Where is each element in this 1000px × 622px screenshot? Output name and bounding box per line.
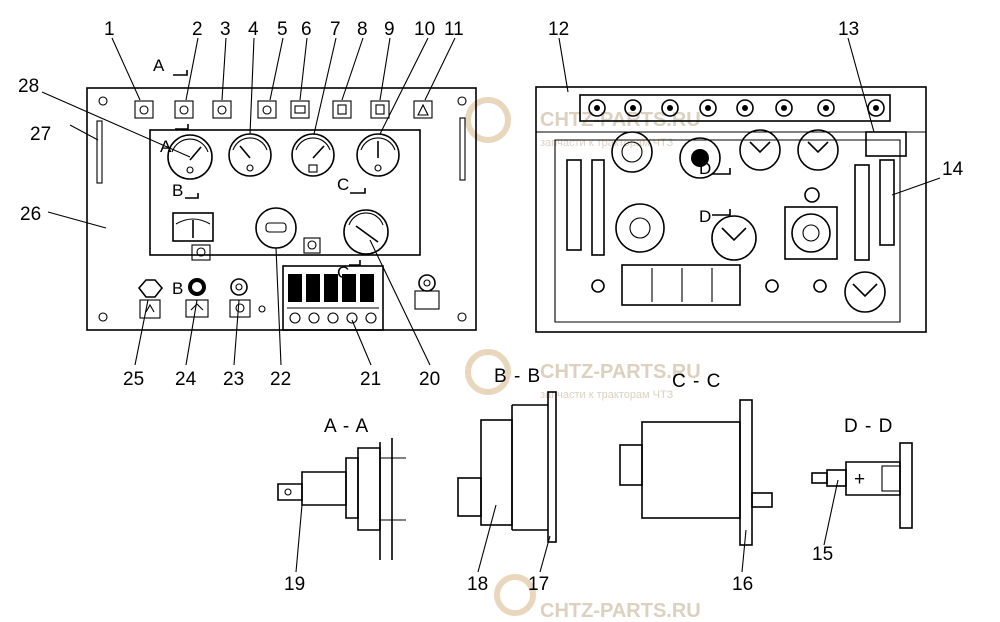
- title-b-b: B - B: [494, 366, 541, 387]
- gauge-row: [167, 133, 400, 180]
- callout-8: 8: [357, 19, 368, 40]
- section-c-c: [619, 399, 773, 546]
- mark-a-top: A: [153, 56, 165, 75]
- callout-12: 12: [548, 19, 569, 40]
- ground-switch: [137, 279, 164, 298]
- mark-a-gauge: A: [160, 137, 172, 156]
- callout-1: 1: [104, 19, 115, 40]
- mark-b-bottom: B: [172, 279, 183, 298]
- section-d-d: +: [811, 442, 913, 529]
- title-d-d: D - D: [844, 416, 893, 437]
- callout-16: 16: [732, 574, 753, 595]
- mark-c-top: C: [337, 175, 349, 194]
- mark-d-top: D: [699, 159, 711, 178]
- title-c-c: C - C: [672, 371, 721, 392]
- warning-lamp-block: [282, 265, 384, 331]
- callout-28: 28: [18, 76, 39, 97]
- svg-text:+: +: [854, 469, 865, 490]
- callout-5: 5: [277, 19, 288, 40]
- switch-23: [230, 278, 248, 296]
- callout-9: 9: [384, 19, 395, 40]
- callout-27: 27: [30, 124, 51, 145]
- indicator-lamp-row: [134, 100, 433, 119]
- watermark-tagline: запчасти к тракторам ЧТЗ: [540, 389, 674, 401]
- callout-23: 23: [223, 369, 244, 390]
- section-a-a: [277, 438, 406, 560]
- callout-15: 15: [812, 544, 833, 565]
- pressure-gauge: [343, 209, 389, 255]
- title-a-a: A - A: [324, 416, 369, 437]
- callout-21: 21: [360, 369, 381, 390]
- mark-c-bottom: C: [337, 263, 349, 282]
- callout-18: 18: [467, 574, 488, 595]
- callout-2: 2: [192, 19, 203, 40]
- callout-26: 26: [20, 204, 41, 225]
- callout-20: 20: [419, 369, 440, 390]
- section-titles: A - A B - B C - C D - D: [324, 366, 893, 437]
- callout-19: 19: [284, 574, 305, 595]
- mark-b-top: B: [172, 181, 183, 200]
- callout-7: 7: [330, 19, 341, 40]
- callout-10: 10: [414, 19, 435, 40]
- watermark-brand: CHTZ-PARTS.RU: [540, 361, 701, 383]
- leader-lines: [41, 37, 941, 573]
- section-letters: A A B B C C D D: [153, 56, 711, 298]
- front-panel: [86, 70, 477, 331]
- callout-3: 3: [220, 19, 231, 40]
- callout-24: 24: [175, 369, 197, 390]
- watermark-brand-3: CHTZ-PARTS.RU: [540, 600, 701, 617]
- lamp-socket-row: [588, 99, 885, 117]
- callout-13: 13: [838, 19, 859, 40]
- ammeter: [172, 212, 214, 242]
- callout-17: 17: [528, 574, 549, 595]
- callout-14: 14: [942, 159, 964, 180]
- callout-22: 22: [270, 369, 291, 390]
- watermark: CHTZ-PARTS.RU запчасти к тракторам ЧТЗ C…: [465, 97, 701, 622]
- watermark-tagline-2: запчасти к тракторам ЧТЗ: [540, 137, 674, 149]
- callout-labels: 1 2 3 4 5 6 7 8 9 10 11 12 13 14 15 16 1…: [18, 19, 964, 595]
- callout-25: 25: [123, 369, 144, 390]
- mark-d-bottom: D: [699, 207, 711, 226]
- callout-6: 6: [301, 19, 312, 40]
- section-b-b: [457, 391, 557, 543]
- hour-meter: [255, 207, 297, 249]
- callout-11: 11: [444, 19, 464, 40]
- rear-panel: [535, 86, 927, 333]
- callout-4: 4: [248, 19, 259, 40]
